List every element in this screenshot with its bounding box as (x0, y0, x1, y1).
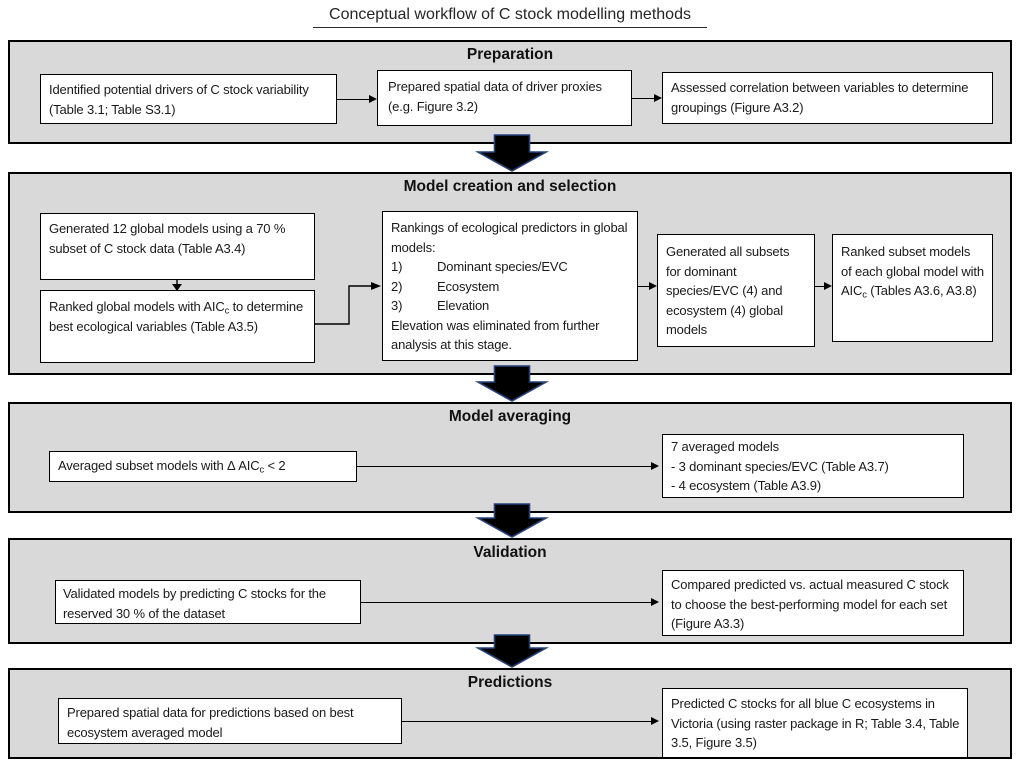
rankings-intro: Rankings of ecological predictors in glo… (391, 220, 628, 255)
section-model-creation-header: Model creation and selection (403, 178, 617, 195)
box-prepared-spatial-data: Prepared spatial data of driver proxies … (377, 70, 632, 126)
section-model-averaging-header: Model averaging (448, 408, 572, 425)
result-line: - 3 dominant species/EVC (Table A3.7) (671, 458, 889, 474)
flow-arrow-down-icon (474, 365, 550, 402)
section-model-creation: Model creation and selection Generated 1… (8, 172, 1012, 375)
box-compared-predicted: Compared predicted vs. actual measured C… (662, 570, 964, 636)
arrow-subsets-to-ranked (815, 282, 832, 291)
box-prepared-prediction-data: Prepared spatial data for predictions ba… (58, 698, 402, 744)
section-preparation: Preparation Identified potential drivers… (8, 40, 1012, 144)
box-generated-global-models: Generated 12 global models using a 70 % … (40, 213, 315, 280)
rankings-note: Elevation was eliminated from further an… (391, 317, 600, 353)
box-ranked-subset-models: Ranked subset models of each global mode… (832, 234, 993, 342)
arrow-validated-to-compared (361, 598, 659, 607)
section-model-averaging: Model averaging Averaged subset models w… (8, 402, 1012, 513)
section-validation: Validation Validated models by predictin… (8, 538, 1012, 644)
box-averaged-subset-models: Averaged subset models with Δ AICc < 2 (49, 451, 357, 482)
box-ranked-global-models: Ranked global models with AICc to determ… (40, 290, 315, 363)
section-predictions-header: Predictions (467, 674, 553, 691)
flow-arrow-down-icon (474, 134, 550, 172)
elbow-connector-icon (315, 282, 381, 325)
section-validation-header: Validation (473, 544, 547, 561)
flow-arrow-down-icon (474, 503, 550, 538)
section-preparation-header: Preparation (466, 46, 554, 63)
diagram-title-text: Conceptual workflow of C stock modelling… (313, 6, 707, 28)
box-averaged-models-result: 7 averaged models - 3 dominant species/E… (662, 434, 964, 498)
arrow-down-small-icon (172, 280, 182, 291)
arrow-prepared-to-assessed (632, 94, 662, 103)
box-generated-subsets: Generated all subsets for dominant speci… (657, 234, 815, 347)
arrow-rankings-to-subsets (638, 282, 657, 291)
ranking-item: 2) Ecosystem (391, 278, 500, 294)
arrow-identified-to-prepared (337, 95, 377, 104)
ranking-item: 1) Dominant species/EVC (391, 259, 568, 274)
arrow-prepared-to-predicted (402, 717, 659, 726)
result-line: 7 averaged models (671, 439, 780, 454)
box-assessed-correlation: Assessed correlation between variables t… (662, 72, 993, 124)
section-predictions: Predictions Prepared spatial data for pr… (8, 668, 1012, 759)
box-identified-drivers: Identified potential drivers of C stock … (40, 74, 337, 124)
box-validated-models: Validated models by predicting C stocks … (55, 580, 361, 624)
diagram-title: Conceptual workflow of C stock modelling… (0, 6, 1020, 28)
ranking-item: 3) Elevation (391, 298, 490, 313)
flow-arrow-down-icon (474, 634, 550, 668)
box-predicted-c-stocks: Predicted C stocks for all blue C ecosys… (662, 688, 968, 758)
arrow-averaged-to-result (357, 462, 659, 471)
result-line: - 4 ecosystem (Table A3.9) (671, 478, 821, 493)
box-rankings-predictors: Rankings of ecological predictors in glo… (382, 211, 638, 361)
